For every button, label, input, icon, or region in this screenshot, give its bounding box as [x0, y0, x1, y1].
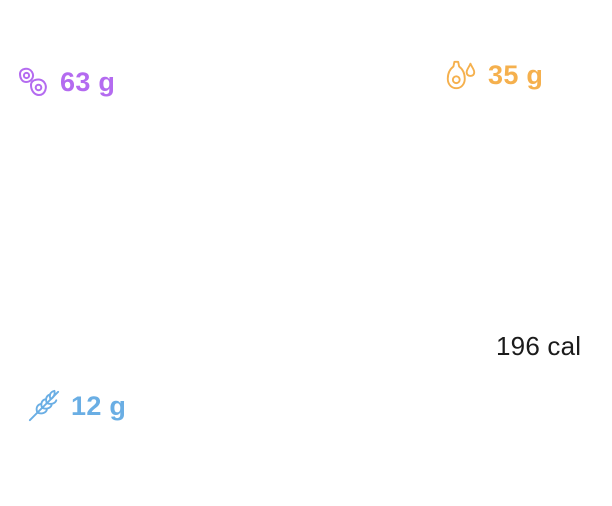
avocado-drop-icon — [444, 58, 478, 92]
fat-value: 35 g — [488, 59, 544, 90]
protein-value: 63 g — [60, 66, 116, 97]
eggs-icon — [16, 65, 50, 99]
fat-macro: 35 g — [444, 58, 543, 92]
protein-macro: 63 g — [16, 65, 115, 99]
carbs-value: 12 g — [71, 390, 127, 421]
calories-value: 196 cal — [496, 331, 582, 361]
wheat-icon — [27, 389, 61, 423]
carbs-macro: 12 g — [27, 389, 126, 423]
